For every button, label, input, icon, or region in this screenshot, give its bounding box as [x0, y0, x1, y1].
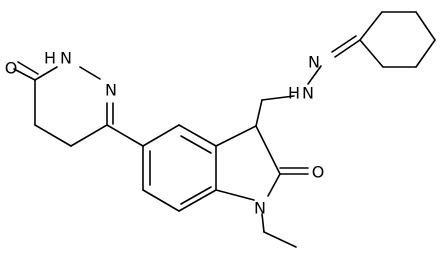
nitrogen-label-oxindole: N	[254, 199, 266, 218]
hydrogen-label-hydrazone: H	[288, 84, 300, 103]
nitrogen-label-hydrazone-2: N	[302, 84, 314, 103]
hydrogen-label-pyridazinone-nh: H	[44, 49, 56, 68]
oxygen-label-oxindole: O	[312, 163, 325, 182]
oxindole-core	[142, 124, 309, 248]
nitrogen-label-pyridazinone-1: N	[60, 49, 72, 68]
oxygen-label-pyridazinone: O	[5, 59, 18, 78]
nitrogen-label-hydrazone-1: N	[308, 53, 320, 72]
cyclohexylidene-ring	[359, 11, 436, 68]
hydrazone-linkage	[255, 35, 361, 127]
nitrogen-label-pyridazinone-2: N	[105, 81, 117, 100]
pyridazinone-ring	[13, 61, 144, 147]
